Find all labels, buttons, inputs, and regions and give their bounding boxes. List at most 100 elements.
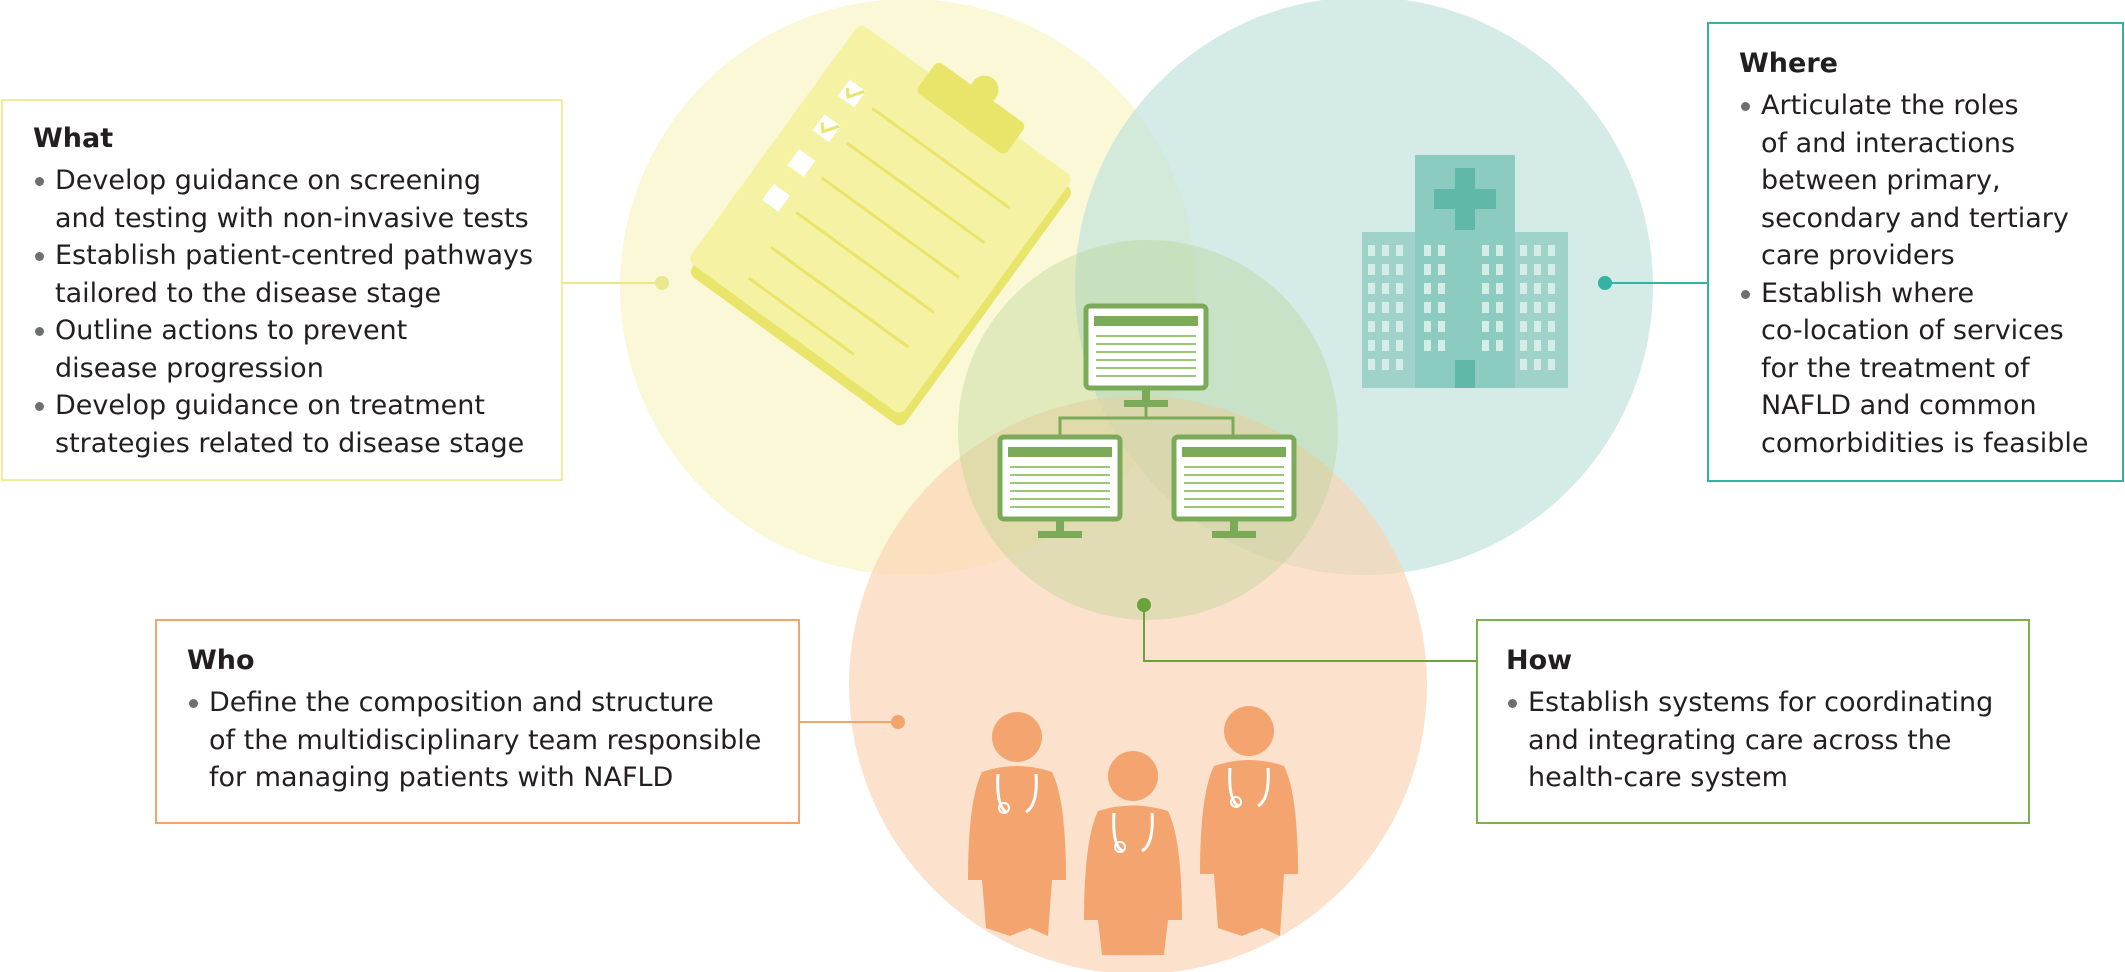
- hospital-window: [1534, 359, 1541, 370]
- hospital-window: [1482, 321, 1489, 332]
- hospital-window: [1438, 245, 1445, 256]
- list-item: Develop guidance on screening and testin…: [33, 162, 541, 237]
- hospital-window: [1438, 340, 1445, 351]
- how-connector: [1137, 598, 1476, 662]
- hospital-window: [1396, 283, 1403, 294]
- hospital-window: [1382, 359, 1389, 370]
- hospital-window: [1438, 264, 1445, 275]
- hospital-window: [1368, 359, 1375, 370]
- hospital-window: [1424, 283, 1431, 294]
- who-list: Define the composition and structure of …: [187, 684, 778, 797]
- hospital-window: [1548, 245, 1555, 256]
- hospital-window: [1496, 264, 1503, 275]
- who-box: Who Define the composition and structure…: [155, 619, 800, 824]
- doctor-figure-center: [1084, 751, 1182, 955]
- hospital-window: [1496, 302, 1503, 313]
- hospital-window: [1520, 359, 1527, 370]
- hospital-window: [1396, 302, 1403, 313]
- how-circle: [958, 240, 1338, 620]
- where-title: Where: [1739, 48, 1838, 79]
- hospital-window: [1438, 302, 1445, 313]
- what-list: Develop guidance on screening and testin…: [33, 162, 541, 462]
- hospital-window: [1482, 340, 1489, 351]
- hospital-window: [1382, 245, 1389, 256]
- clipboard-checklist-icon: [690, 25, 1072, 426]
- hospital-window: [1424, 245, 1431, 256]
- hospital-window: [1438, 283, 1445, 294]
- hospital-window: [1534, 245, 1541, 256]
- hospital-window: [1424, 321, 1431, 332]
- hospital-window: [1534, 264, 1541, 275]
- list-item: Articulate the roles of and interactions…: [1739, 87, 2112, 275]
- hospital-window: [1482, 245, 1489, 256]
- hospital-window: [1520, 302, 1527, 313]
- where-list: Articulate the roles of and interactions…: [1739, 87, 2112, 462]
- who-title: Who: [187, 645, 255, 676]
- hospital-window: [1496, 340, 1503, 351]
- who-connector: [800, 715, 905, 729]
- hospital-window: [1368, 245, 1375, 256]
- doctor-figure-left: [968, 712, 1066, 936]
- hospital-window: [1424, 264, 1431, 275]
- hospital-window: [1396, 321, 1403, 332]
- how-box: How Establish systems for coordinating a…: [1476, 619, 2030, 824]
- list-item: Define the composition and structure of …: [187, 684, 778, 797]
- hospital-window: [1396, 359, 1403, 370]
- list-item: Develop guidance on treatment strategies…: [33, 387, 541, 462]
- hospital-window: [1548, 340, 1555, 351]
- where-connector: [1598, 276, 1707, 290]
- hospital-window: [1482, 264, 1489, 275]
- hospital-window: [1548, 264, 1555, 275]
- hospital-window: [1396, 340, 1403, 351]
- what-box: What Develop guidance on screening and t…: [1, 99, 563, 481]
- list-item: Establish patient-centred pathways tailo…: [33, 237, 541, 312]
- hospital-window: [1368, 340, 1375, 351]
- hospital-window: [1482, 302, 1489, 313]
- hospital-window: [1520, 264, 1527, 275]
- healthcare-team-icon: [968, 706, 1298, 955]
- hospital-window: [1534, 302, 1541, 313]
- hospital-window: [1496, 283, 1503, 294]
- hospital-window: [1424, 340, 1431, 351]
- hospital-window: [1382, 302, 1389, 313]
- hospital-building-icon: [1362, 155, 1568, 388]
- list-item: Establish systems for coordinating and i…: [1506, 684, 2008, 797]
- how-title: How: [1506, 645, 1573, 676]
- where-box: Where Articulate the roles of and intera…: [1707, 22, 2124, 482]
- hospital-window: [1548, 302, 1555, 313]
- hospital-window: [1534, 283, 1541, 294]
- hospital-window: [1382, 264, 1389, 275]
- hospital-window: [1520, 340, 1527, 351]
- what-title: What: [33, 123, 114, 154]
- hospital-window: [1520, 245, 1527, 256]
- hospital-window: [1368, 302, 1375, 313]
- hospital-window: [1438, 321, 1445, 332]
- networked-computers-icon: [997, 303, 1297, 538]
- hospital-window: [1368, 264, 1375, 275]
- list-item: Establish where co-location of services …: [1739, 275, 2112, 463]
- how-list: Establish systems for coordinating and i…: [1506, 684, 2008, 797]
- what-connector: [563, 276, 669, 290]
- hospital-window: [1520, 321, 1527, 332]
- hospital-window: [1496, 245, 1503, 256]
- hospital-window: [1534, 321, 1541, 332]
- hospital-window: [1548, 321, 1555, 332]
- hospital-window: [1382, 283, 1389, 294]
- hospital-window: [1496, 321, 1503, 332]
- hospital-window: [1396, 264, 1403, 275]
- hospital-window: [1368, 283, 1375, 294]
- hospital-window: [1396, 245, 1403, 256]
- list-item: Outline actions to prevent disease progr…: [33, 312, 541, 387]
- hospital-window: [1520, 283, 1527, 294]
- hospital-window: [1482, 283, 1489, 294]
- hospital-window: [1382, 340, 1389, 351]
- hospital-window: [1548, 359, 1555, 370]
- hospital-window: [1424, 302, 1431, 313]
- hospital-window: [1382, 321, 1389, 332]
- hospital-window: [1368, 321, 1375, 332]
- hospital-window: [1548, 283, 1555, 294]
- doctor-figure-right: [1200, 706, 1298, 936]
- hospital-window: [1534, 340, 1541, 351]
